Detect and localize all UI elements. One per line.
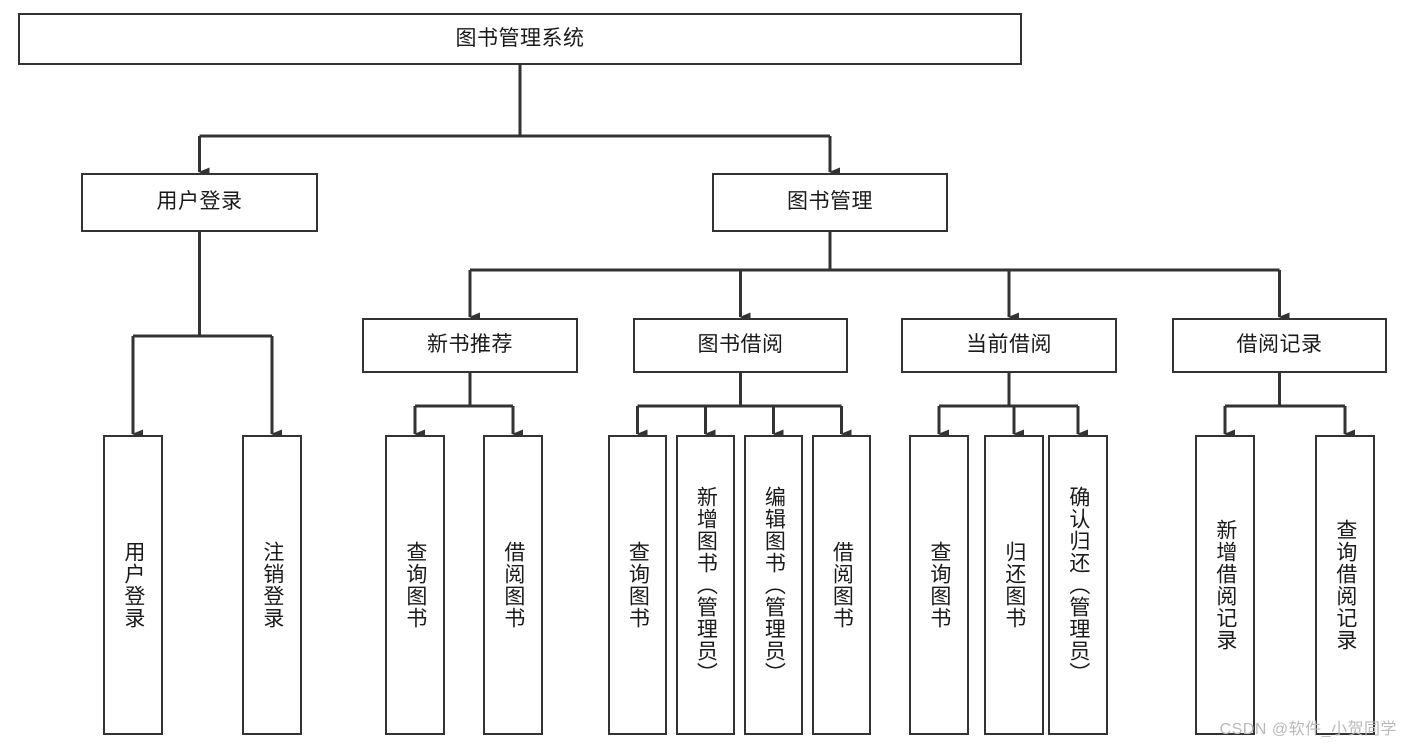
- leaf-node-2[interactable]: 查询图书: [385, 435, 445, 735]
- leaf-node-10-label: 确认归还（管理员）: [1066, 486, 1090, 684]
- node-level3-1[interactable]: 图书借阅: [633, 318, 848, 373]
- node-level2-0-label: 用户登录: [156, 190, 243, 214]
- leaf-node-9[interactable]: 归还图书: [984, 435, 1044, 735]
- leaf-node-5-label: 新增图书（管理员）: [694, 486, 718, 684]
- leaf-node-0[interactable]: 用户登录: [103, 435, 163, 735]
- leaf-node-6[interactable]: 编辑图书（管理员）: [744, 435, 803, 735]
- leaf-node-9-label: 归还图书: [1002, 541, 1026, 629]
- node-root-label: 图书管理系统: [455, 26, 585, 50]
- leaf-node-4[interactable]: 查询图书: [608, 435, 667, 735]
- node-level3-0-label: 新书推荐: [427, 333, 513, 357]
- leaf-node-7[interactable]: 借阅图书: [812, 435, 871, 735]
- leaf-node-3[interactable]: 借阅图书: [483, 435, 543, 735]
- node-level2-1-label: 图书管理: [787, 190, 873, 214]
- node-level3-2-label: 当前借阅: [966, 333, 1052, 357]
- leaf-node-4-label: 查询图书: [626, 541, 650, 629]
- leaf-node-11[interactable]: 新增借阅记录: [1195, 435, 1255, 735]
- leaf-node-2-label: 查询图书: [403, 541, 427, 629]
- leaf-node-8-label: 查询图书: [927, 541, 951, 629]
- leaf-node-7-label: 借阅图书: [830, 541, 854, 629]
- leaf-node-12[interactable]: 查询借阅记录: [1315, 435, 1375, 735]
- leaf-node-6-label: 编辑图书（管理员）: [762, 486, 786, 684]
- leaf-node-5[interactable]: 新增图书（管理员）: [676, 435, 735, 735]
- leaf-node-11-label: 新增借阅记录: [1213, 519, 1237, 651]
- csdn-watermark: CSDN @软件_小贺同学: [1219, 721, 1397, 738]
- leaf-node-3-label: 借阅图书: [501, 541, 525, 629]
- leaf-node-0-label: 用户登录: [121, 541, 145, 629]
- leaf-node-12-label: 查询借阅记录: [1333, 519, 1357, 651]
- leaf-node-10[interactable]: 确认归还（管理员）: [1048, 435, 1108, 735]
- node-level3-3[interactable]: 借阅记录: [1172, 318, 1387, 373]
- node-level3-1-label: 图书借阅: [697, 333, 784, 357]
- node-level3-2[interactable]: 当前借阅: [901, 318, 1117, 373]
- node-level2-0[interactable]: 用户登录: [81, 173, 318, 232]
- leaf-node-8[interactable]: 查询图书: [909, 435, 969, 735]
- node-root[interactable]: 图书管理系统: [18, 13, 1022, 65]
- leaf-node-1[interactable]: 注销登录: [242, 435, 302, 735]
- leaf-node-1-label: 注销登录: [260, 541, 284, 629]
- node-level3-3-label: 借阅记录: [1236, 333, 1323, 357]
- node-level2-1[interactable]: 图书管理: [712, 173, 948, 232]
- node-level3-0[interactable]: 新书推荐: [362, 318, 578, 373]
